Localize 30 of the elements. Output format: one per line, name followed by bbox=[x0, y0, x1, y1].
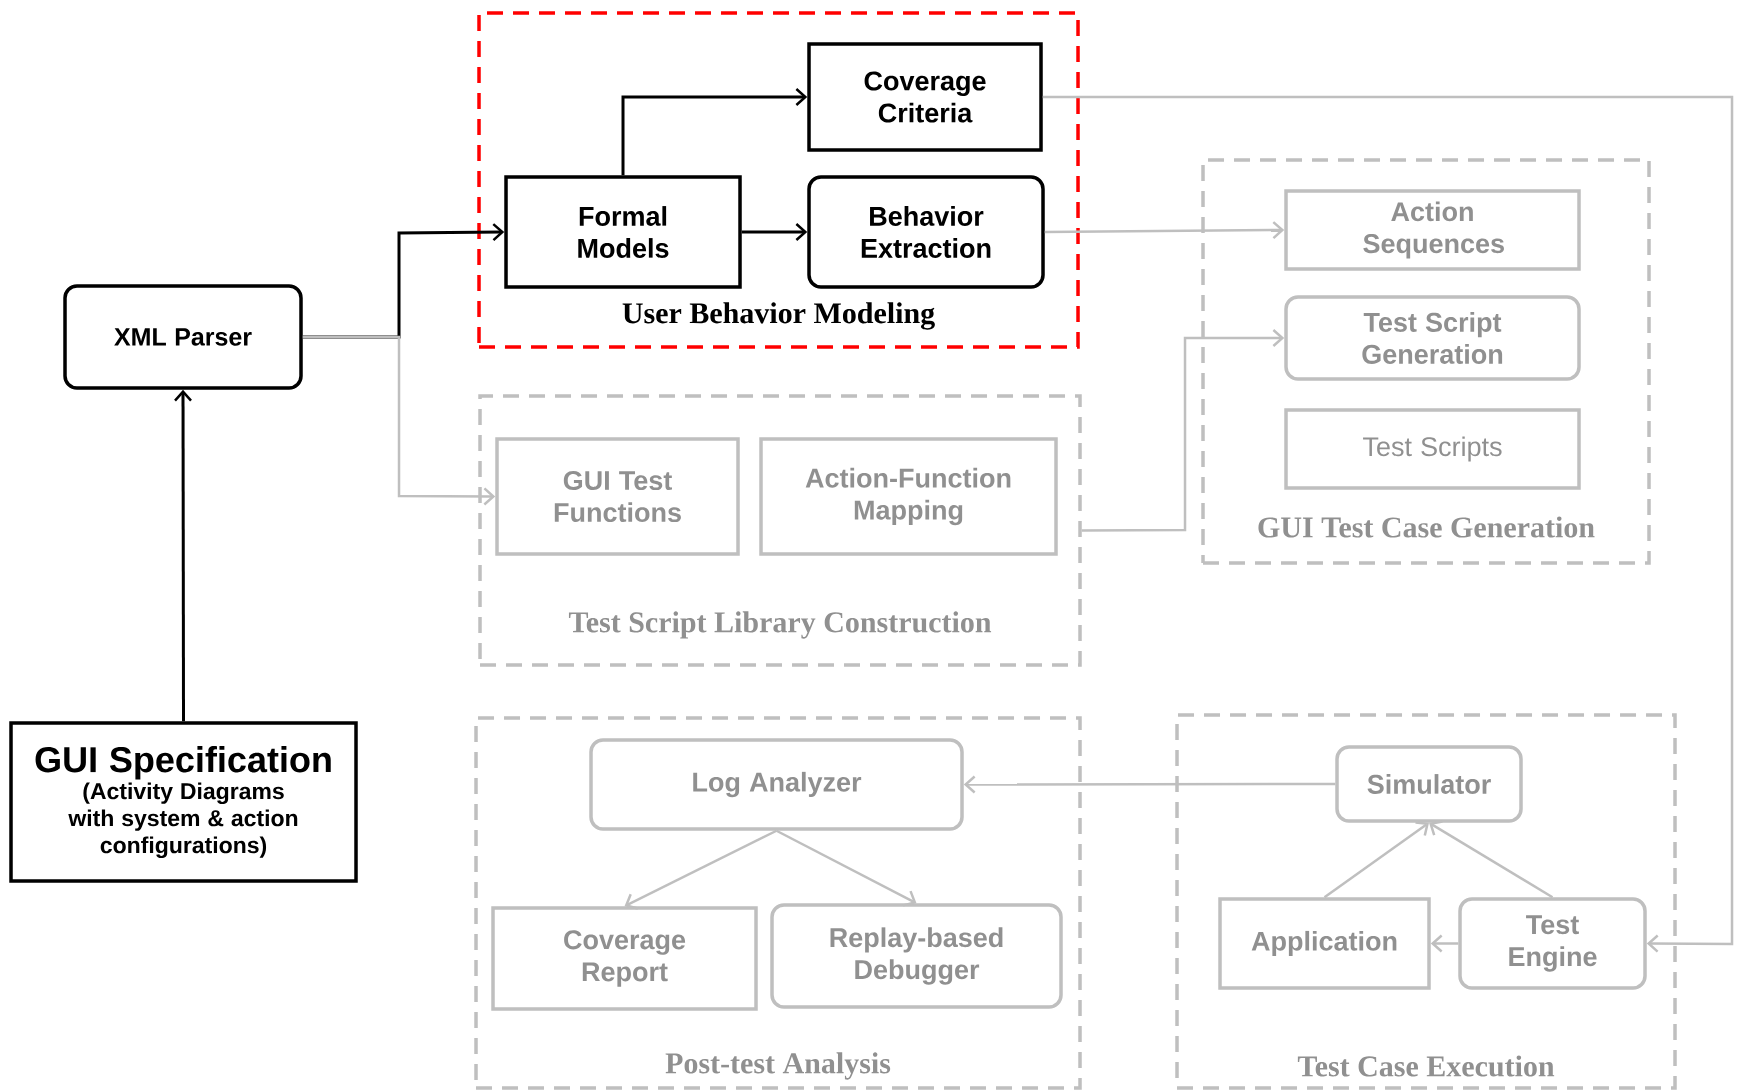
arrow bbox=[621, 88, 808, 176]
process-box: Application bbox=[1218, 897, 1431, 990]
arrow bbox=[1044, 221, 1285, 239]
arrow bbox=[174, 389, 192, 722]
arrow bbox=[1323, 821, 1429, 899]
process-box: Action-Function Mapping bbox=[759, 437, 1058, 556]
process-box: GUI Specification (Activity Diagrams with system & action configurations) bbox=[9, 721, 358, 883]
arrow bbox=[624, 829, 778, 910]
arrow bbox=[963, 775, 1336, 794]
arrow bbox=[1042, 95, 1734, 953]
process-box: GUI Test Functions bbox=[495, 437, 740, 556]
arrow bbox=[302, 335, 496, 506]
process-box: Log Analyzer bbox=[589, 738, 964, 831]
process-box: Behavior Extraction bbox=[807, 175, 1045, 289]
arrow bbox=[1429, 820, 1554, 899]
arrow bbox=[775, 829, 917, 907]
process-box: Action Sequences bbox=[1284, 189, 1581, 271]
arrow bbox=[1081, 329, 1285, 532]
process-box: Formal Models bbox=[504, 175, 742, 289]
process-box: Coverage Report bbox=[491, 906, 758, 1011]
process-box: Simulator bbox=[1335, 745, 1523, 823]
process-box: Test Script Generation bbox=[1284, 295, 1581, 381]
process-box: Replay-based Debugger bbox=[770, 903, 1063, 1009]
process-box: Test Scripts bbox=[1284, 408, 1581, 490]
arrow bbox=[741, 223, 808, 241]
arrow bbox=[302, 223, 505, 339]
process-box: XML Parser bbox=[63, 284, 303, 390]
process-box: Test Engine bbox=[1458, 897, 1647, 990]
arrow bbox=[1430, 934, 1459, 953]
process-box: Coverage Criteria bbox=[807, 42, 1043, 152]
